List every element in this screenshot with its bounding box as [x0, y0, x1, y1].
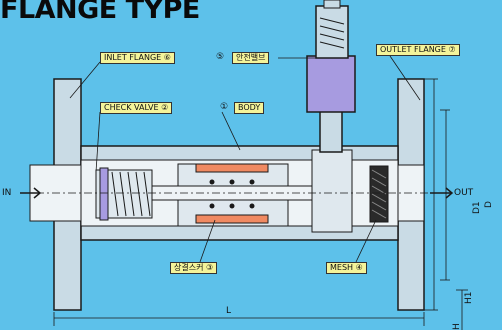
inlet-flow-label: IN — [2, 188, 12, 198]
inlet-flange-label: INLET FLANGE — [104, 53, 162, 62]
h-dimension: H — [452, 323, 462, 330]
body-number: ① — [220, 102, 229, 112]
mesh-label: MESH — [330, 263, 354, 272]
mesh-callout: MESH ④ — [326, 262, 367, 274]
d1-dimension: D1 — [472, 201, 482, 214]
top-part-number: ⑤ — [216, 52, 225, 62]
check-valve-callout: CHECK VALVE ② — [100, 102, 173, 114]
d-dimension: D — [484, 201, 494, 208]
lower-part-callout: 상결스커 ③ — [170, 262, 218, 274]
lower-coil — [195, 214, 269, 224]
lower-part-label: 상결스커 — [174, 263, 204, 272]
safety-valve-top-nut — [323, 0, 341, 9]
lower-part-number: ③ — [206, 263, 214, 272]
mesh-number: ④ — [355, 263, 363, 272]
callout-leaders — [69, 55, 421, 263]
inlet-flange-number: ⑥ — [163, 53, 171, 62]
outlet-arrow — [430, 187, 454, 199]
safety-valve-body — [306, 55, 356, 113]
h1-dimension: H1 — [464, 291, 474, 305]
check-valve-disc — [99, 167, 109, 221]
safety-valve-spring — [319, 17, 345, 49]
outlet-flange-label: OUTLET FLANGE — [380, 45, 446, 54]
upper-coil — [195, 163, 269, 173]
check-valve-spring — [111, 171, 151, 217]
core-holes — [209, 179, 255, 209]
outlet-flange-callout: OUTLET FLANGE ⑦ — [376, 44, 460, 56]
check-valve-label: CHECK VALVE — [104, 103, 159, 112]
mesh-pattern — [371, 169, 387, 219]
inlet-arrow — [20, 187, 42, 199]
top-part-callout: 안전밸브 — [232, 52, 270, 64]
outlet-flow-label: OUT — [454, 188, 474, 198]
check-valve-number: ② — [161, 103, 169, 112]
outlet-flange-number: ⑦ — [448, 45, 456, 54]
inlet-flange-callout: INLET FLANGE ⑥ — [100, 52, 175, 64]
length-dimension: L — [226, 306, 232, 316]
outlet-chamber — [311, 149, 353, 233]
body-callout: BODY — [234, 102, 265, 114]
dimension-lines — [53, 78, 468, 330]
page-title: FLANGE TYPE — [0, 0, 200, 25]
